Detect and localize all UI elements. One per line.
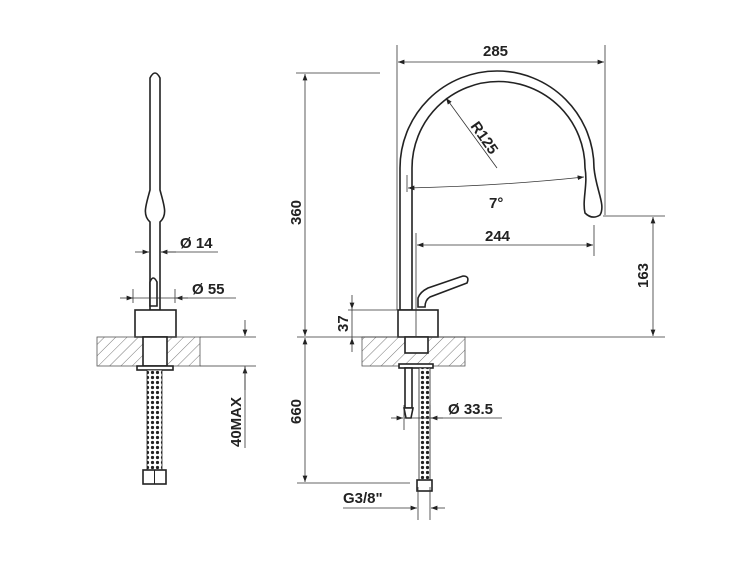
front-shank [404, 336, 429, 354]
front-spout [399, 70, 603, 311]
front-hose-nut [416, 479, 433, 492]
side-hose-braided [146, 369, 163, 471]
side-lever [149, 277, 158, 307]
dim-angle: 7° [489, 195, 503, 212]
side-view: Ø 14 Ø 55 40MAX [96, 72, 256, 485]
front-washer [398, 363, 434, 369]
front-body [397, 309, 439, 338]
dim-overall-height: 360 [288, 200, 305, 225]
side-washer [136, 365, 174, 371]
front-view: 285 R125 7° 244 163 360 37 660 [288, 43, 665, 520]
side-body [134, 309, 177, 338]
front-hose-braided [418, 367, 431, 481]
dim-counter-thickness: 40MAX [228, 397, 245, 447]
dim-body-diameter: Ø 55 [192, 281, 225, 298]
dim-connection: G3/8" [343, 490, 383, 507]
front-lever [417, 275, 469, 308]
dim-hose-length: 660 [288, 399, 305, 424]
dim-spout-radius: R125 [467, 119, 501, 158]
dim-shank-diameter: Ø 33.5 [448, 401, 493, 418]
dim-body-height: 37 [335, 315, 352, 332]
side-shank [142, 336, 168, 367]
side-spout [144, 72, 166, 311]
dim-overall-width: 285 [483, 43, 508, 60]
dim-spout-diameter: Ø 14 [180, 235, 213, 252]
dim-reach: 244 [485, 228, 511, 245]
front-rod [404, 367, 413, 409]
dim-outlet-height: 163 [635, 263, 652, 288]
